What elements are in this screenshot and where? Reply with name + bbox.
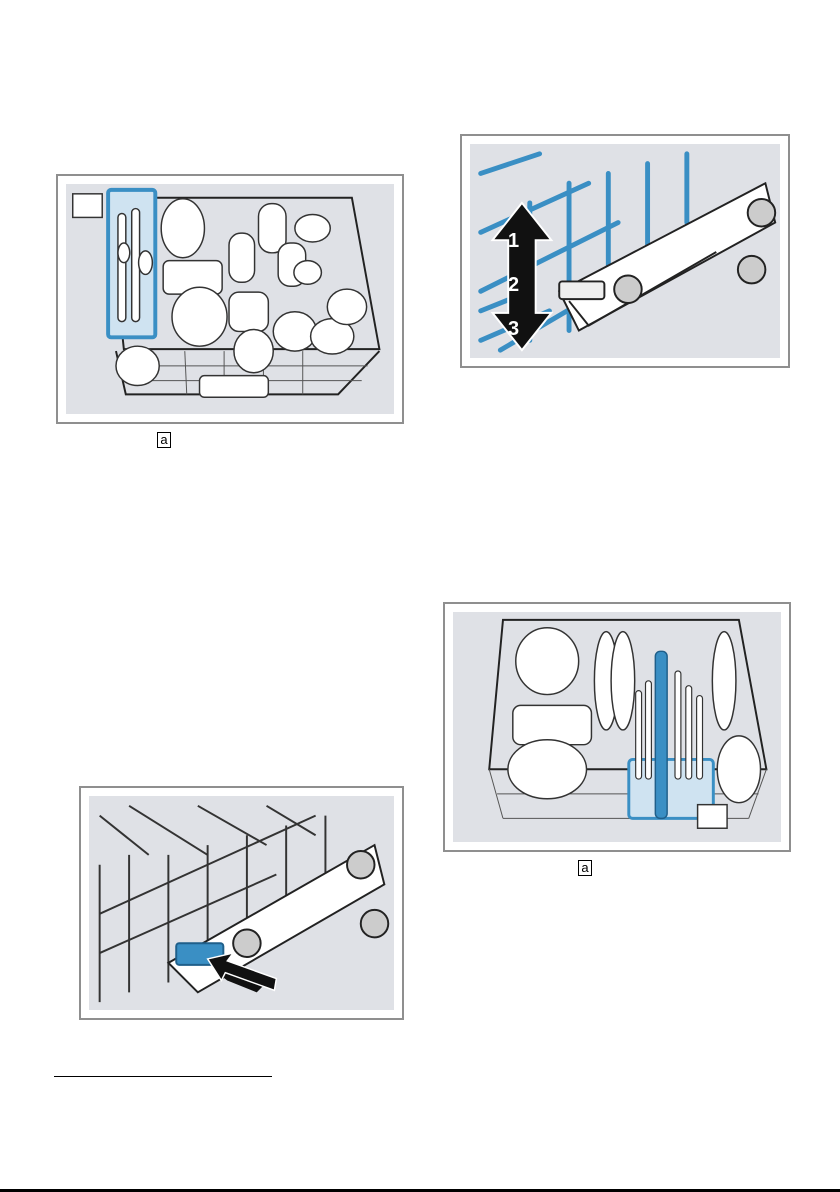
footnote-rule	[54, 1076, 272, 1077]
figure-rack-height: 1 2 3	[460, 134, 790, 368]
figure-lower-rack-panel	[453, 612, 781, 842]
figure-upper-rack	[56, 174, 404, 424]
lower-rack-illustration	[453, 612, 781, 842]
upper-rack-illustration	[66, 184, 394, 414]
level-2-label: 2	[508, 274, 519, 297]
figure-rack-height-panel: 1 2 3	[470, 144, 780, 358]
figure-rack-release-panel	[89, 796, 394, 1010]
callout-a-label-lower: a	[578, 860, 592, 876]
callout-a-label: a	[157, 432, 171, 448]
figure-lower-rack	[443, 602, 791, 852]
figure-lower-rack-caption: a	[578, 859, 592, 876]
figure-upper-rack-panel	[66, 184, 394, 414]
rack-release-illustration	[89, 796, 394, 1010]
figure-upper-rack-caption: a	[157, 431, 171, 448]
level-1-label: 1	[508, 230, 519, 253]
figure-rack-release	[79, 786, 404, 1020]
level-3-label: 3	[508, 318, 519, 341]
